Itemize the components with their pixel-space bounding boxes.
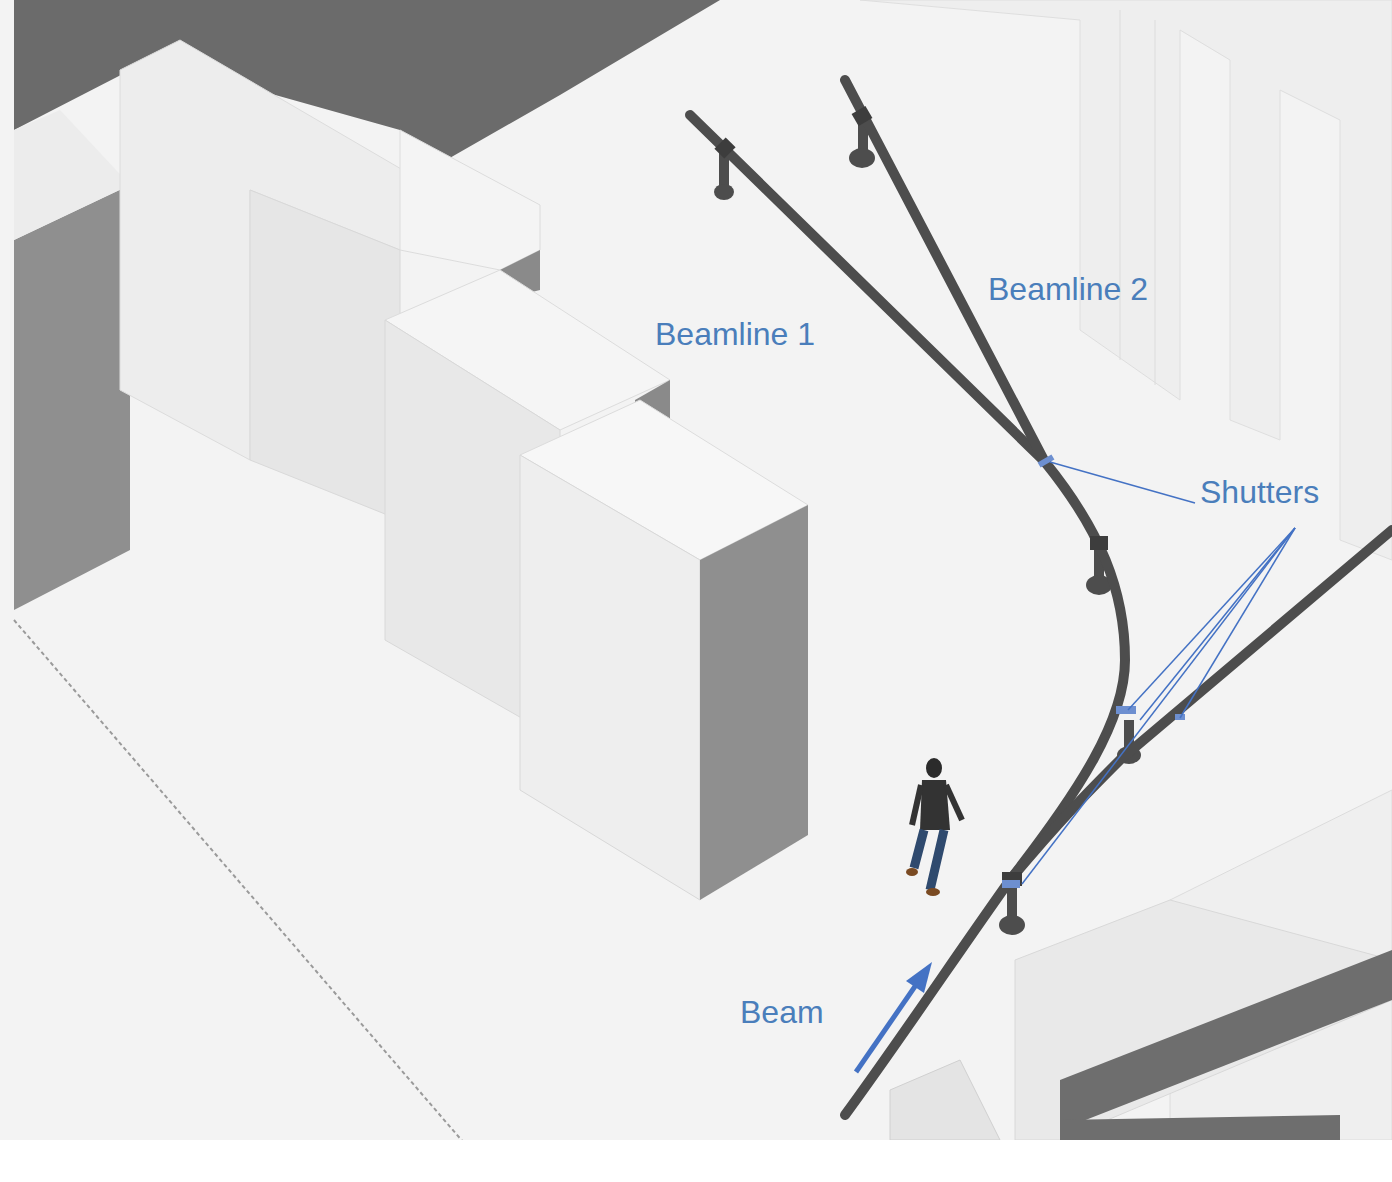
shield-block [250, 190, 400, 520]
beam-pipes [690, 80, 1392, 1115]
beam-arrow [856, 962, 932, 1072]
annotation-label: Beam [740, 996, 824, 1028]
pipe-collars [714, 106, 1108, 886]
wall-side [14, 185, 130, 610]
annotation-label: Beamline 2 [988, 273, 1148, 305]
panel-edge [1120, 10, 1121, 360]
shield-block [520, 455, 700, 900]
shield-block [1015, 900, 1392, 1140]
shield-block-side [1060, 950, 1392, 1130]
platform-edge [14, 620, 470, 1150]
shield-block-side [1060, 1115, 1340, 1140]
annotation-label: Shutters [1200, 476, 1319, 508]
panel-edge [1155, 20, 1156, 385]
shutter-marks [1002, 454, 1185, 888]
leader-lines [1022, 462, 1295, 884]
shield-block [890, 1060, 1000, 1140]
annotation-label: Beamline 1 [655, 318, 815, 350]
wall-top [14, 110, 130, 240]
shield-block-side [700, 505, 808, 900]
page-margin [0, 1140, 1392, 1182]
person-figure [906, 758, 962, 896]
shield-block [400, 130, 540, 270]
right-panels [860, 0, 1392, 560]
